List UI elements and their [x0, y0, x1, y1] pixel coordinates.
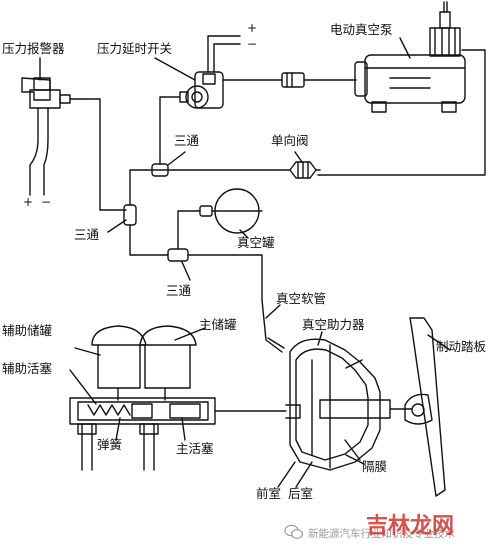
label-brake-pedal: 制动踏板 [436, 339, 487, 354]
label-main-reservoir: 主储罐 [199, 317, 237, 332]
watermark: 新能源汽车行业知识及专业技术 吉林龙网 [282, 506, 498, 550]
vacuum-tank [177, 188, 263, 246]
label-check-valve: 单向阀 [271, 133, 309, 148]
vacuum-booster [285, 338, 413, 471]
label-rear-chamber: 后室 [288, 486, 314, 501]
electric-vacuum-pump [317, 1, 486, 176]
label-auxiliary-reservoir: 辅助储罐 [2, 323, 53, 338]
upper-tee-and-check-valve [129, 159, 321, 206]
label-vacuum-hose: 真空软管 [276, 291, 327, 306]
leader-lines [39, 37, 451, 488]
label-front-chamber: 前室 [256, 486, 282, 501]
label-tee-upper: 三通 [174, 133, 200, 148]
label-pressure-delay-switch: 压力延时开关 [97, 41, 173, 56]
label-spring: 弹簧 [97, 437, 123, 452]
label-diaphragm: 隔膜 [362, 459, 388, 474]
label-pressure-alarm: 压力报警器 [2, 41, 65, 56]
alarm-minus-terminal: − [41, 195, 52, 209]
alarm-plus-terminal: + [23, 195, 34, 209]
pressure-delay-switch [159, 35, 357, 161]
wechat-icon [284, 524, 304, 539]
label-vacuum-tank: 真空罐 [237, 235, 275, 250]
label-tee-lower: 三通 [166, 283, 192, 298]
label-tee-left: 三通 [74, 227, 100, 242]
switch-plus-terminal: + [247, 21, 258, 35]
master-cylinder [69, 397, 287, 471]
left-tee [123, 204, 169, 256]
brake-pedal [404, 317, 446, 497]
switch-minus-terminal: − [247, 37, 258, 51]
label-auxiliary-piston: 辅助活塞 [2, 361, 53, 376]
watermark-source-text: 新能源汽车行业知识及专业技术 [308, 528, 455, 540]
label-electric-vacuum-pump: 电动真空泵 [330, 22, 393, 37]
label-main-piston: 主活塞 [176, 441, 214, 456]
pressure-alarm [21, 77, 127, 211]
watermark-brand-text: 吉林龙网 [366, 514, 455, 539]
lower-tee-and-vacuum-hose [167, 244, 285, 353]
reservoirs [91, 325, 197, 401]
label-vacuum-booster: 真空助力器 [302, 317, 365, 332]
